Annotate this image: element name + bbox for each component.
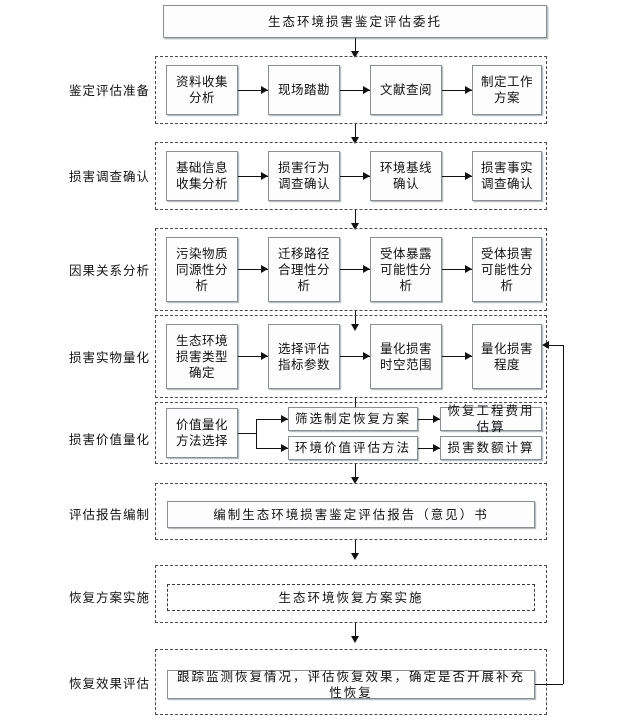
arrow-value-to-report-icon [350, 477, 359, 484]
arrow-report-to-restoration-icon [350, 553, 359, 560]
arrow-physical-3-4-icon [465, 351, 472, 360]
arrow-value-branch-1-end-icon [433, 414, 440, 423]
node-physical-4[interactable]: 量化损害程度 [472, 324, 542, 389]
connector-feedback-vertical [563, 345, 564, 684]
node-prep-3[interactable]: 文献查阅 [370, 65, 442, 115]
node-investigation-4[interactable]: 损害事实调查确认 [472, 151, 542, 201]
arrow-physical-1-2-icon [261, 351, 268, 360]
stage-label-effect-evaluation: 恢复效果评估 [68, 677, 150, 691]
connector-value-to-report [355, 464, 356, 480]
node-prep-1[interactable]: 资料收集分析 [166, 65, 238, 115]
node-value-root[interactable]: 价值量化方法选择 [166, 408, 238, 458]
node-causation-4[interactable]: 受体损害可能性分析 [472, 237, 542, 302]
connector-prep-2-3 [340, 90, 370, 91]
node-effect-evaluation[interactable]: 跟踪监测恢复情况，评估恢复效果，确定是否开展补充性恢复 [167, 670, 535, 700]
connector-prep-3-4 [442, 90, 472, 91]
arrow-investigation-1-2-icon [261, 171, 268, 180]
node-investigation-3[interactable]: 环境基线确认 [370, 151, 442, 201]
node-value-branch-2-end[interactable]: 损害数额计算 [440, 436, 542, 460]
connector-value-to-branch-2 [256, 448, 288, 449]
arrow-restoration-to-effect-icon [350, 636, 359, 643]
arrow-prep-to-investigation-icon [350, 137, 359, 144]
node-restoration[interactable]: 生态环境恢复方案实施 [167, 584, 535, 611]
arrow-causation-2-3-icon [363, 264, 370, 273]
stage-band-report [155, 483, 547, 540]
connector-physical-3-4 [442, 356, 472, 357]
connector-investigation-2-3 [340, 176, 370, 177]
stage-band-restoration [155, 565, 547, 623]
stage-label-restoration: 恢复方案实施 [68, 591, 150, 605]
arrow-physical-2-3-icon [363, 351, 370, 360]
connector-prep-to-investigation [355, 124, 356, 140]
connector-prep-1-2 [238, 90, 268, 91]
stage-label-value-quantification: 损害价值量化 [68, 433, 150, 447]
connector-investigation-1-2 [238, 176, 268, 177]
stage-label-physical-quantification: 损害实物量化 [68, 351, 150, 365]
arrow-prep-1-2-icon [261, 85, 268, 94]
node-value-branch-1-end[interactable]: 恢复工程费用估算 [440, 404, 542, 434]
node-prep-2[interactable]: 现场踏勘 [268, 65, 340, 115]
connector-title-to-prep [355, 38, 356, 54]
connector-value-branch-2-mid-end [418, 448, 440, 449]
title-box: 生态环境损害鉴定评估委托 [163, 5, 547, 38]
connector-value-to-branch-1 [256, 419, 288, 420]
arrow-prep-2-3-icon [363, 85, 370, 94]
arrow-investigation-2-3-icon [363, 171, 370, 180]
stage-label-report: 评估报告编制 [68, 508, 150, 522]
connector-value-branch-1-mid-end [418, 419, 440, 420]
arrow-causation-to-physical-icon [350, 324, 359, 331]
node-prep-4[interactable]: 制定工作方案 [472, 65, 542, 115]
connector-physical-1-2 [238, 356, 268, 357]
connector-physical-to-value [355, 398, 356, 414]
connector-value-root-stem [238, 433, 256, 434]
node-causation-1[interactable]: 污染物质同源性分析 [166, 237, 238, 302]
arrow-prep-3-4-icon [465, 85, 472, 94]
arrow-investigation-3-4-icon [465, 171, 472, 180]
connector-causation-1-2 [238, 269, 268, 270]
stage-band-causation [155, 228, 547, 311]
arrow-value-branch-2-end-icon [433, 443, 440, 452]
connector-causation-to-physical [355, 311, 356, 327]
connector-causation-3-4 [442, 269, 472, 270]
node-physical-3[interactable]: 量化损害时空范围 [370, 324, 442, 389]
node-physical-1[interactable]: 生态环境损害类型确定 [166, 324, 238, 389]
stage-band-investigation [155, 142, 547, 210]
connector-physical-2-3 [340, 356, 370, 357]
stage-label-investigation: 损害调查确认 [68, 170, 150, 184]
arrow-feedback-into-physical-icon [542, 340, 549, 349]
node-value-branch-2-mid[interactable]: 环境价值评估方法 [288, 436, 418, 460]
node-value-branch-1-mid[interactable]: 筛选制定恢复方案 [288, 407, 418, 431]
connector-investigation-3-4 [442, 176, 472, 177]
connector-restoration-to-effect [355, 623, 356, 639]
connector-feedback-horizontal-top [549, 345, 563, 346]
stage-label-prep: 鉴定评估准备 [68, 84, 150, 98]
node-investigation-1[interactable]: 基础信息收集分析 [166, 151, 238, 201]
connector-investigation-to-causation [355, 210, 356, 226]
stage-label-causation: 因果关系分析 [68, 264, 150, 278]
stage-band-value-quantification [155, 402, 547, 464]
arrow-value-branch-1-icon [281, 414, 288, 423]
node-causation-3[interactable]: 受体暴露可能性分析 [370, 237, 442, 302]
arrow-value-branch-2-icon [281, 443, 288, 452]
node-investigation-2[interactable]: 损害行为调查确认 [268, 151, 340, 201]
arrow-causation-1-2-icon [261, 264, 268, 273]
connector-causation-2-3 [340, 269, 370, 270]
connector-value-split-vertical [256, 419, 257, 448]
connector-report-to-restoration [355, 540, 356, 556]
arrow-investigation-to-causation-icon [350, 223, 359, 230]
arrow-causation-3-4-icon [465, 264, 472, 273]
stage-band-prep [155, 56, 547, 124]
node-physical-2[interactable]: 选择评估指标参数 [268, 324, 340, 389]
stage-band-physical-quantification [155, 315, 547, 398]
node-report[interactable]: 编制生态环境损害鉴定评估报告（意见）书 [167, 501, 535, 528]
arrow-title-to-prep-icon [350, 51, 359, 58]
node-causation-2[interactable]: 迁移路径合理性分析 [268, 237, 340, 302]
stage-band-effect-evaluation [155, 649, 547, 715]
connector-feedback-horizontal-bottom [535, 684, 563, 685]
